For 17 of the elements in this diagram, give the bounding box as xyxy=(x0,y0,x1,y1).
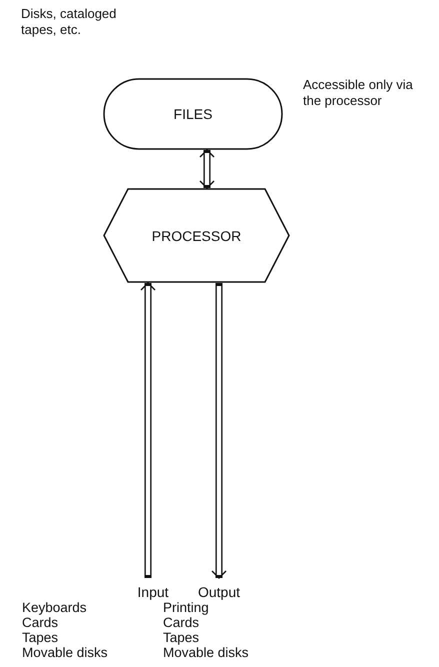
node-title: FILES xyxy=(174,106,212,122)
device-list: Cards xyxy=(163,615,293,630)
device-list: Tapes xyxy=(22,630,152,645)
device-list: Cards xyxy=(22,615,152,630)
processor-hexagon xyxy=(103,188,290,283)
note: Accessible only via the processor xyxy=(303,77,413,109)
files-shape xyxy=(103,78,283,150)
device-list: Tapes xyxy=(163,630,293,645)
device-list: Keyboards xyxy=(22,600,152,615)
note: Disks, cataloged tapes, etc. xyxy=(21,6,117,38)
double-line-arrow xyxy=(199,149,215,189)
double-line-arrow xyxy=(211,283,227,579)
device-list: Printing xyxy=(163,600,293,615)
device-list: Movable disks xyxy=(163,645,293,660)
node-title: PROCESSOR xyxy=(152,228,242,244)
device-list: Movable disks xyxy=(22,645,152,660)
double-line-arrow xyxy=(140,282,156,578)
